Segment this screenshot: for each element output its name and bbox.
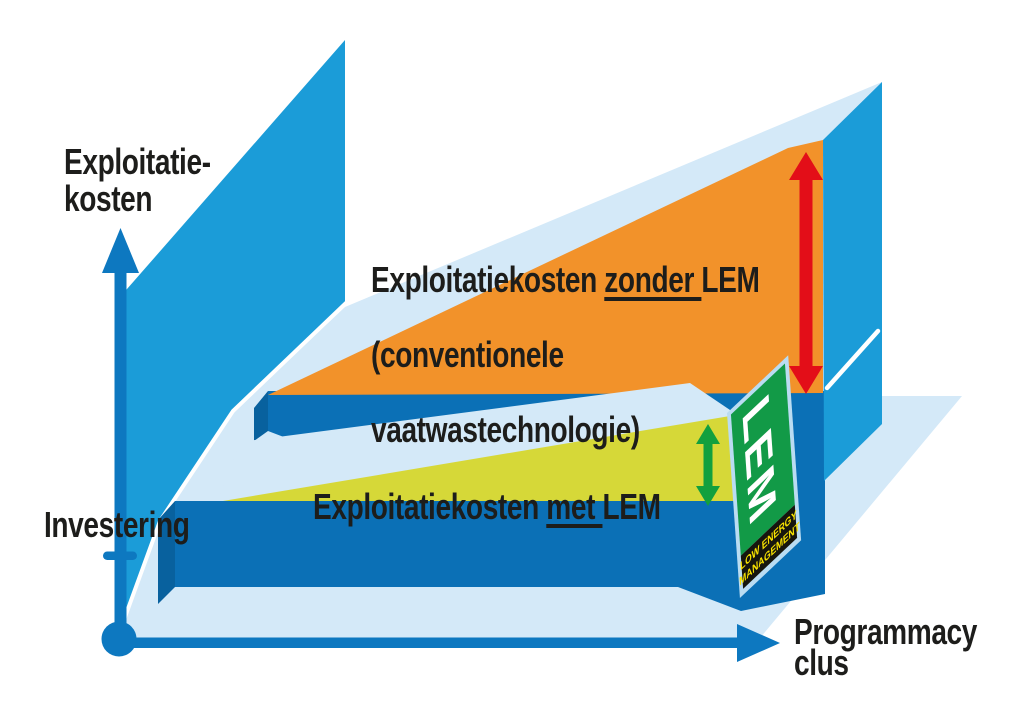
label-zonder-lem-line1: Exploitatiekosten zonder LEM [371, 258, 760, 300]
lem-panel-green-face [730, 363, 795, 556]
x-axis-shaft [119, 637, 740, 648]
wedge-zonder-lem [268, 140, 823, 395]
label-met-suffix: LEM [602, 486, 661, 527]
y-axis-arrowhead-icon [102, 228, 139, 273]
green-double-arrow [696, 424, 720, 506]
label-zonder-lem-line3: vaatwastechnologie) [371, 408, 640, 450]
y-axis-shaft [114, 270, 127, 642]
label-zonder-lem-line2: (conventionele [371, 333, 564, 375]
label-met-lem: Exploitatiekosten met LEM [313, 451, 661, 562]
origin-dot [101, 621, 137, 657]
label-met-prefix: Exploitatiekosten [313, 486, 547, 527]
left-wall-floor-edge-line [119, 301, 348, 630]
right-end-wall [823, 82, 882, 481]
investering-tick [103, 551, 137, 560]
label-x-axis: Programmacy clus [794, 611, 978, 683]
label-zonder-underlined: zonder [604, 258, 702, 300]
label-met-underlined: met [546, 486, 603, 527]
label-y-axis: Exploitatie- kosten [64, 141, 211, 219]
left-wall [120, 40, 345, 630]
wedge-met-lem [217, 416, 735, 502]
label-investering: Investering [44, 504, 190, 545]
red-double-arrow [789, 152, 823, 394]
label-zonder-prefix: Exploitatiekosten [371, 258, 605, 300]
right-wall-floor-edge-line [824, 328, 881, 391]
box-met-front-face [175, 501, 740, 587]
label-zonder-suffix: LEM [701, 258, 760, 300]
lem-panel-black-strip [740, 504, 798, 589]
box-zonder-side-face [254, 391, 268, 441]
x-axis-arrowhead-icon [737, 624, 780, 662]
label-met-lem-line: Exploitatiekosten met LEM [313, 488, 661, 525]
box-met-side-face [158, 501, 175, 604]
label-zonder-lem: Exploitatiekosten zonder LEM (convention… [371, 223, 760, 486]
